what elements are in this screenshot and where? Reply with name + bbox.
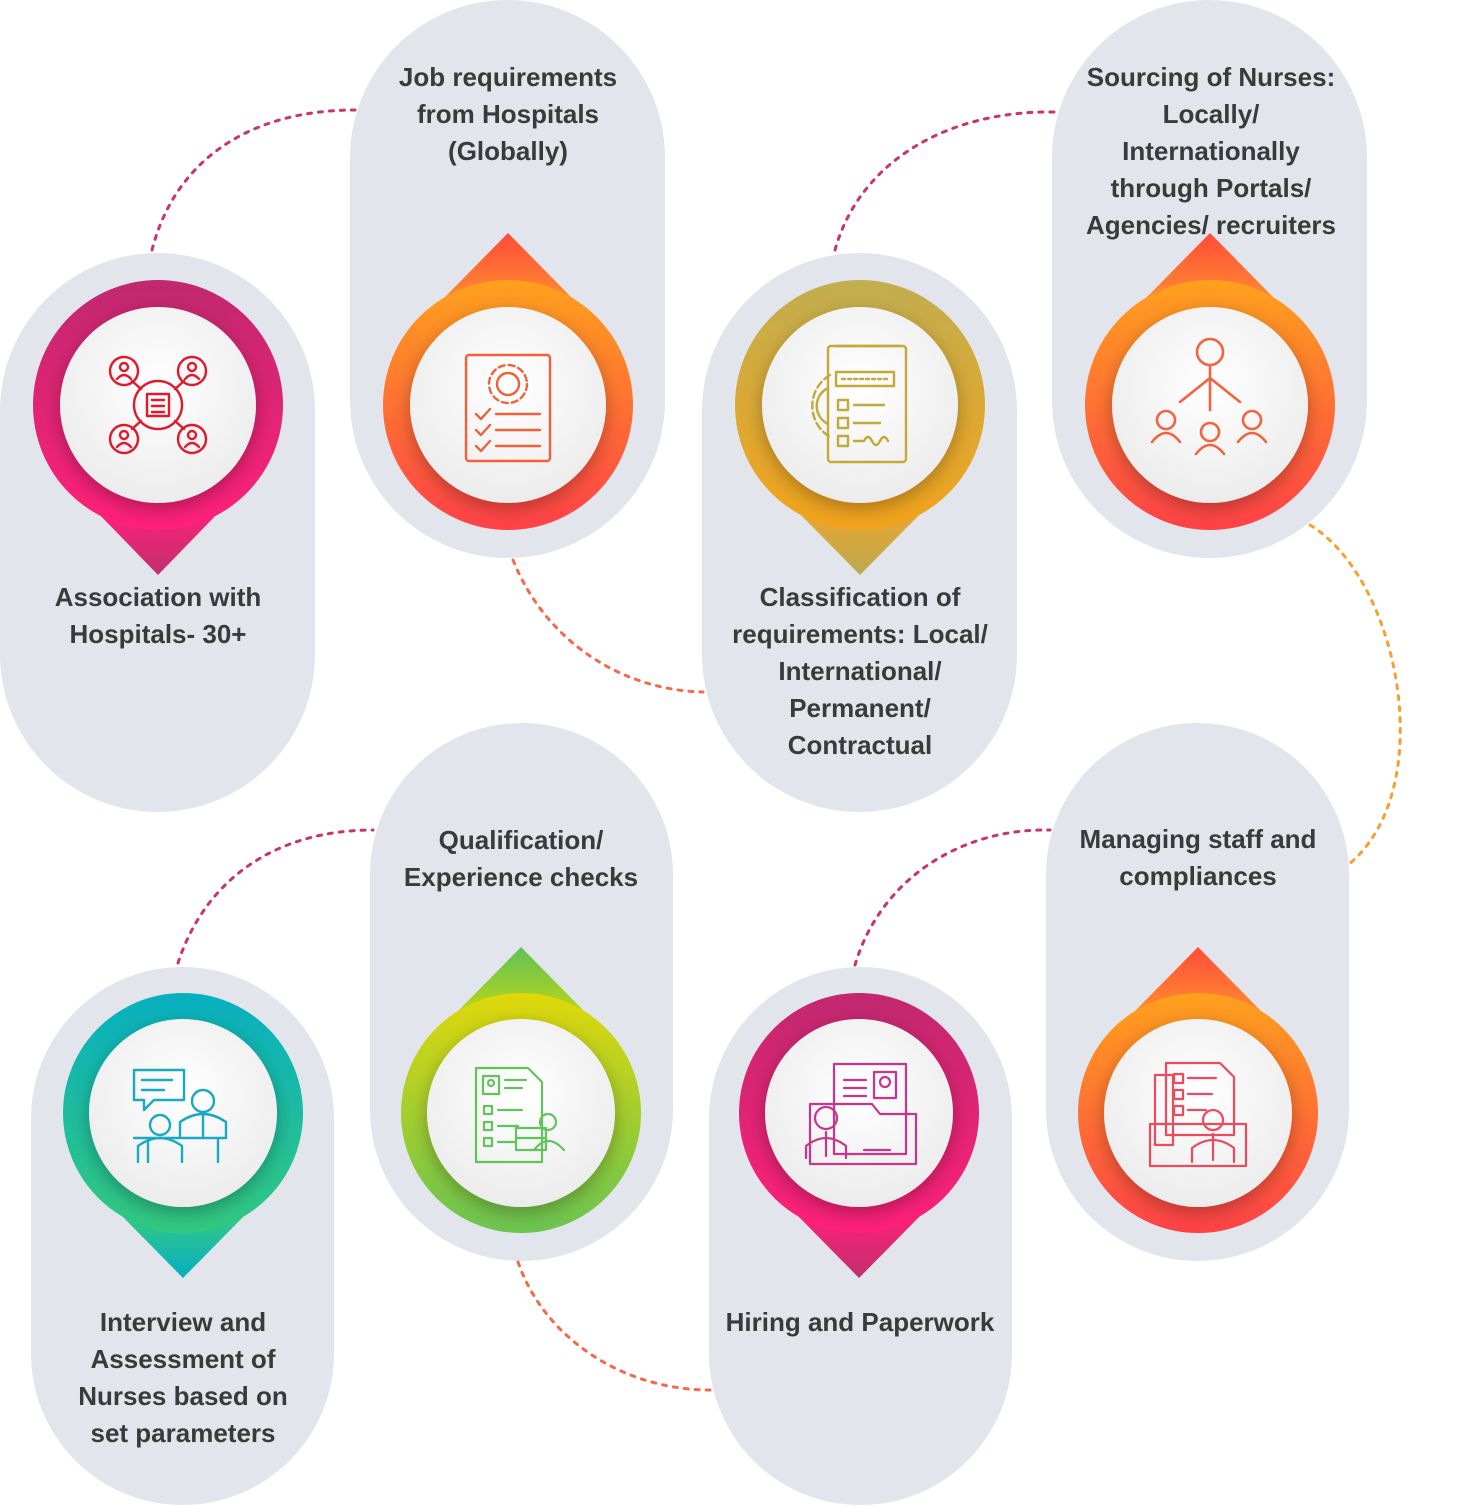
connectors	[150, 108, 1402, 1392]
step-5-label: Managing staff and compliances	[1079, 824, 1317, 891]
connector-3-4	[833, 110, 1057, 252]
step-4-label: Sourcing of Nurses: Locally/ Internation…	[1085, 62, 1336, 240]
connector-1-2	[150, 108, 357, 252]
step-7-label: Qualification/ Experience checks	[403, 825, 639, 892]
step-1-label: Association with Hospitals- 30+	[54, 582, 262, 649]
step-8-label: Interview and Assessment of Nurses based…	[78, 1307, 288, 1448]
pin-8	[63, 993, 303, 1278]
classification-checklist-icon	[811, 344, 908, 464]
requirements-document-icon	[464, 353, 552, 463]
pin-7	[401, 947, 641, 1233]
staff-compliance-icon	[1148, 1061, 1248, 1168]
hiring-paperwork-icon	[804, 1062, 918, 1166]
step-2-label: Job requirements from Hospitals (Globall…	[398, 62, 618, 166]
connector-2-3	[511, 558, 705, 694]
connector-7-8	[176, 828, 375, 965]
pin-2	[383, 233, 633, 530]
qualification-check-icon	[474, 1066, 566, 1164]
hospital-network-icon	[108, 355, 208, 455]
sourcing-hierarchy-icon	[1150, 337, 1268, 456]
connector-4-5	[1308, 523, 1402, 867]
step-6-label: Hiring and Paperwork	[725, 1307, 995, 1337]
interview-icon	[132, 1068, 228, 1164]
connector-6-7	[516, 1260, 712, 1392]
connector-5-6	[853, 828, 1052, 967]
step-3-label: Classification of requirements: Local/ I…	[732, 582, 988, 760]
